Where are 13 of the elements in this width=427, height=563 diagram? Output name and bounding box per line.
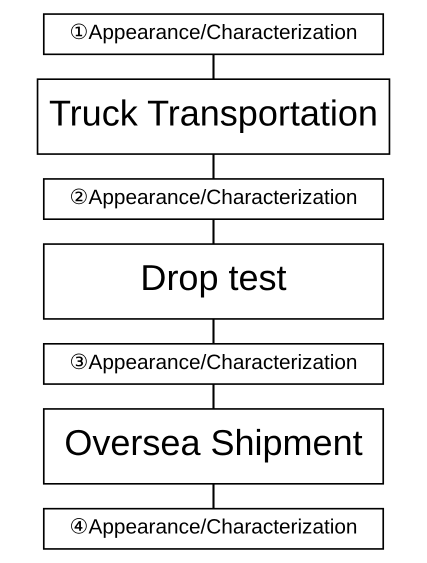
- node-box: Truck Transportation: [36, 78, 390, 155]
- connector: [212, 319, 215, 344]
- node-box: ④Appearance/Characterization: [42, 508, 384, 550]
- node-box: ③Appearance/Characterization: [42, 343, 384, 385]
- connector: [212, 154, 215, 179]
- connector: [212, 54, 215, 79]
- node-box: ①Appearance/Characterization: [42, 13, 384, 56]
- node-box: Drop test: [42, 243, 384, 320]
- node-box: ②Appearance/Characterization: [42, 178, 384, 220]
- connector: [212, 219, 215, 244]
- node-box: Oversea Shipment: [42, 408, 384, 485]
- connector: [212, 484, 215, 509]
- connector: [212, 384, 215, 409]
